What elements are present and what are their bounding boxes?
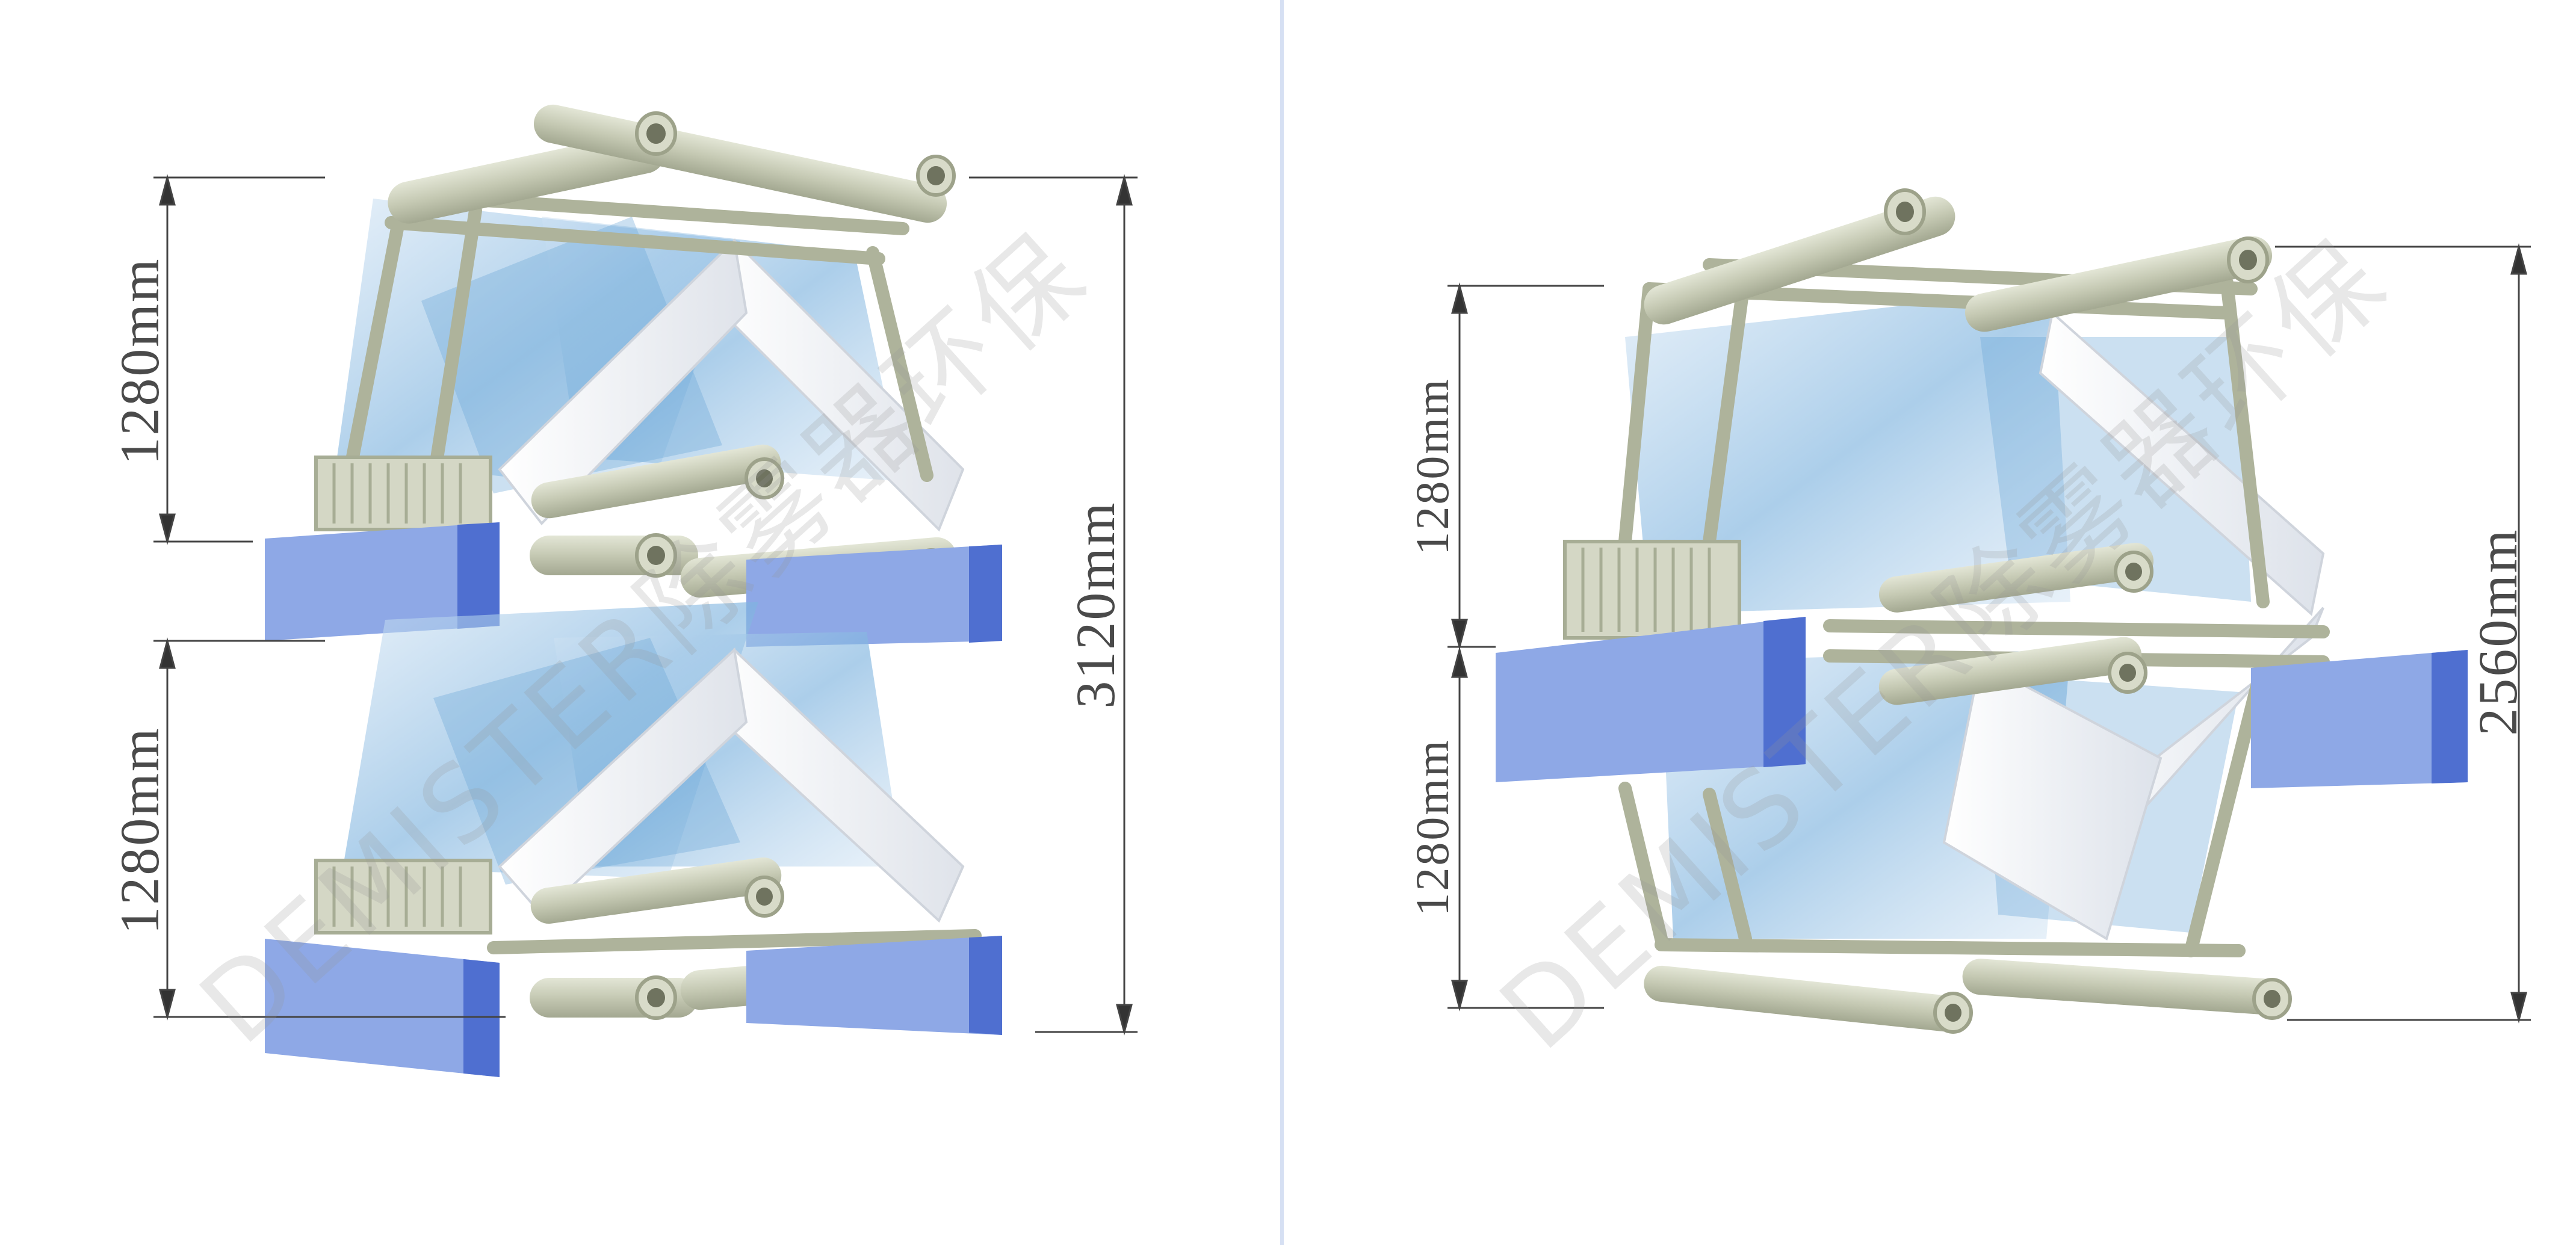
pipe [1878,543,2154,613]
left-lower-dimension-label: 1280mm [109,726,170,935]
right-dimension-lines [1447,243,2531,1024]
pipe [388,131,666,224]
pipe [530,857,782,924]
blade [1942,660,2163,941]
duct-end [457,522,500,629]
pipe [1644,196,1955,325]
duct [1496,617,1806,782]
left-assembly-illustration [153,104,1138,1077]
grate [314,456,492,531]
left-total-dimension-label: 3120mm [1065,501,1126,709]
upper-frame [342,192,933,488]
pipe [1965,236,2273,332]
lower-stage [265,602,1002,1077]
mesh-sheet [433,638,740,885]
duct-end [969,936,1002,1035]
duct [746,545,1002,647]
duct [2251,650,2468,788]
right-assembly-illustration [1447,188,2531,1034]
left-panel: 1280mm 1280mm 3120mm DEMISTER除雾器环保 [0,0,1282,1245]
blade [498,238,748,526]
duct [265,939,500,1077]
duct-end [1763,617,1806,767]
right-upper-dimension-label: 1280mm [1406,377,1458,555]
right-assembly [1496,188,2468,1034]
mesh-sheet [1980,337,2251,602]
grate [1563,540,1741,640]
pipe [1962,959,2287,1015]
mesh-sheet [421,217,722,493]
left-upper-dimension-label: 1280mm [109,257,170,465]
pipe [1644,965,1968,1033]
duct-end [2432,650,2468,783]
duct-end [463,959,500,1077]
duct [746,936,1002,1035]
duct-end [969,545,1002,643]
pipe [1878,637,2142,705]
duct [265,522,500,641]
upper-stage [265,104,1002,647]
right-total-dimension-label: 2560mm [2467,528,2528,736]
left-dimension-lines [153,174,1138,1036]
pipe [531,444,781,519]
right-lower-dimension-label: 1280mm [1406,738,1458,916]
panel-divider [1280,0,1284,1245]
grate [314,859,492,935]
right-panel: 1280mm 1280mm 2560mm DEMISTER除雾器环保 [1288,0,2576,1245]
